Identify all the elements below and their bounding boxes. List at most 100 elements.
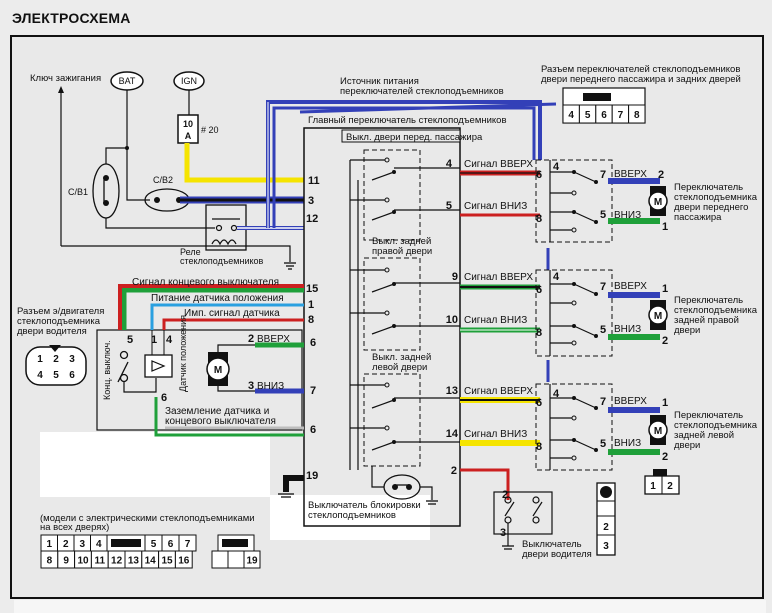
connector-cell-label: 7 — [618, 110, 624, 121]
pin-6b: 6 — [310, 424, 316, 436]
connector-label: Разъем переключателей стеклоподъемников — [541, 64, 740, 75]
remote-pin: 6 — [536, 169, 542, 181]
main-switch-title: Главный переключатель стеклоподъемников — [308, 115, 507, 126]
connector-cell-label: 8 — [47, 556, 53, 567]
down-label: ВНИЗ — [614, 324, 641, 335]
ground-label: Заземление датчика и — [165, 406, 269, 417]
connector-cell-label: 4 — [568, 110, 574, 121]
pin-19: 19 — [306, 470, 318, 482]
main-switch-box — [303, 127, 461, 527]
connector-cell — [628, 104, 646, 124]
connector-cell-label: 19 — [246, 556, 258, 567]
door-switch-label: двери — [674, 325, 700, 336]
driver-pin: 1 — [151, 334, 157, 346]
limit-switch-label: Конц. выключ. — [102, 340, 112, 400]
sensor-pulse-label: Имп. сигнал датчика — [184, 308, 280, 319]
door-switch-label: задней левой — [674, 430, 734, 441]
connector-cell-label: 7 — [185, 539, 191, 550]
down-pin: 5 — [600, 209, 606, 221]
driver-pin: 4 — [166, 334, 173, 346]
cb1-label: C/B1 — [68, 187, 88, 197]
pin-in: 4 — [553, 271, 560, 283]
remote-pin: 6 — [536, 397, 542, 409]
switch-rear-right — [350, 257, 460, 351]
motor-pin: 1 — [662, 283, 668, 295]
pin-15: 15 — [306, 283, 318, 295]
driver-pin: 6 — [161, 392, 167, 404]
door-switch-label: Переключатель — [674, 295, 743, 306]
rear-left-switch-label-1: Выкл. задней — [372, 352, 431, 363]
connector-cell-label: 12 — [111, 556, 123, 567]
motor-icon — [648, 305, 668, 325]
motor-icon — [648, 420, 668, 440]
connector-note: на всех дверях) — [40, 522, 109, 533]
fuse-rating: 10 — [183, 119, 193, 129]
signal-pin: 14 — [446, 428, 459, 440]
key-icon — [111, 539, 141, 547]
rear-right-switch-label-2: правой двери — [372, 246, 432, 257]
door-switch-pin: 3 — [500, 527, 506, 539]
door-switch-label: двери водителя — [522, 549, 592, 560]
door-switch-label: задней правой — [674, 315, 739, 326]
connector-cell-label: 11 — [95, 556, 106, 567]
lock-switch-label-1: Выключатель блокировки — [308, 500, 421, 511]
arrow-up-icon — [58, 86, 64, 93]
up-label: ВВЕРХ — [614, 169, 647, 180]
pin-7: 7 — [310, 385, 316, 397]
connector-cell — [211, 550, 229, 569]
door-switch-label: Переключатель — [674, 410, 743, 421]
connector-cell-label: 14 — [145, 556, 157, 567]
motor-pin: 1 — [662, 397, 668, 409]
signal-label: Сигнал ВВЕРХ — [464, 386, 533, 397]
bat-label: BAT — [119, 76, 136, 86]
connector-cell-label: 6 — [168, 539, 174, 550]
connector-cell-label: 16 — [178, 556, 190, 567]
wire-sensor-power — [150, 303, 304, 330]
down-pin: 5 — [600, 324, 606, 336]
up-pin: 7 — [600, 396, 606, 408]
remote-pin: 8 — [536, 441, 542, 453]
ign-label: IGN — [181, 76, 197, 86]
rear-left-switch-label-2: левой двери — [372, 362, 427, 373]
pin-in: 4 — [553, 388, 560, 400]
pin-12: 12 — [306, 213, 318, 225]
connector-cell-label: 5 — [585, 110, 591, 121]
wire-ground-green — [154, 397, 304, 437]
pin-11: 11 — [308, 175, 320, 187]
connector-cell-label: 4 — [37, 370, 43, 381]
connector-cell-label: 1 — [37, 354, 43, 365]
connector-cell: 2 — [603, 522, 609, 533]
driver-connector-label: стеклоподъемника — [17, 316, 101, 327]
lock-switch-label-2: стеклоподъемников — [308, 510, 396, 521]
limit-switch-icon — [119, 350, 129, 360]
switch-front-pass — [350, 149, 460, 241]
wire-yellow-ign — [184, 143, 304, 183]
pin-in: 4 — [553, 161, 560, 173]
motor-pin: 2 — [662, 451, 668, 463]
connector-cell-label: 1 — [46, 539, 52, 550]
pin-1: 1 — [308, 299, 314, 311]
connector-cell — [243, 550, 261, 569]
driver-motor: Разъем э/двигателя стеклоподъемника двер… — [17, 277, 304, 498]
door-switch-rear-left: 6 8 4 7 5 ВВЕРХ ВНИЗ 1 2 M Переключатель… — [535, 383, 758, 471]
signal-pin: 9 — [452, 271, 458, 283]
key-icon — [583, 93, 611, 101]
connector-label: двери переднего пассажира и задних двере… — [541, 74, 741, 85]
motor-pin: 2 — [662, 335, 668, 347]
connector-cell — [227, 550, 245, 569]
connector-cell: 3 — [603, 541, 609, 552]
relay-label-2: стеклоподъемников — [180, 256, 264, 266]
connector-cell-label: 2 — [53, 354, 59, 365]
door-switch-rear-right: 6 8 4 7 5 ВВЕРХ ВНИЗ 1 2 M Переключатель… — [535, 269, 758, 357]
connector-cell-label: 4 — [96, 539, 102, 550]
wire-limit-signal — [121, 287, 304, 330]
ignition-key-label: Ключ зажигания — [30, 73, 101, 84]
driver-pin: 5 — [127, 334, 133, 346]
power-bus: Источник питания переключателей стеклопо… — [266, 76, 557, 382]
main-switch: Главный переключатель стеклоподъемников … — [303, 115, 507, 527]
fuse-unit: A — [185, 131, 192, 141]
small-connector: 1 2 — [644, 469, 680, 495]
door-switch-label: стеклоподъемника — [674, 305, 758, 316]
signal-pin: 13 — [446, 385, 458, 397]
